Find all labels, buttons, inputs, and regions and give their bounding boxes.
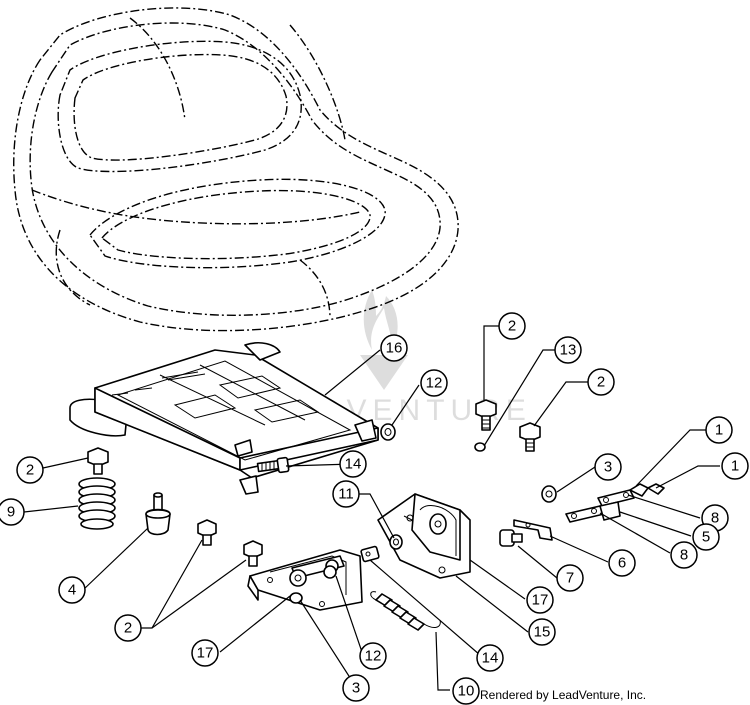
svg-text:17: 17 [197,645,214,662]
bolt-part-2-top [475,399,497,431]
svg-text:5: 5 [702,529,710,546]
bolt-part-2-lower [243,540,263,567]
svg-text:1: 1 [731,458,739,475]
callout-12-lower: 12 [359,642,387,670]
callout-1-lower: 1 [721,452,749,480]
shoulder-bolt-part-14-lower [360,545,380,563]
callout-4: 4 [58,576,86,604]
callout-2-top: 2 [498,312,526,340]
callout-7: 7 [556,564,584,592]
rendered-by-credit: Rendered by LeadVenture, Inc. [480,688,647,702]
callout-2-right: 2 [587,368,615,396]
bumper-part-4 [145,492,171,536]
callout-14-upper: 14 [339,450,367,478]
link-part-8-upper [597,489,635,507]
svg-text:9: 9 [7,504,15,521]
callout-16: 16 [380,334,408,362]
tension-spring-part-10 [370,591,441,631]
callout-14-lower: 14 [476,644,504,672]
svg-text:17: 17 [532,592,549,609]
svg-text:11: 11 [338,486,354,503]
callout-5: 5 [692,523,720,551]
bolt-part-2-middle [197,519,217,546]
callout-17-right: 17 [526,586,554,614]
svg-text:2: 2 [124,620,132,637]
bolt-part-2-left [87,447,109,475]
seat-cushion [13,7,459,332]
callout-9: 9 [0,498,25,526]
callout-3-right: 3 [594,453,622,481]
callout-15: 15 [528,618,556,646]
callout-17-left: 17 [191,639,219,667]
svg-text:12: 12 [426,375,443,392]
callout-11: 11 [332,480,360,508]
svg-text:2: 2 [26,462,34,479]
bracket-part-5 [599,501,621,521]
svg-text:3: 3 [604,459,612,476]
svg-text:3: 3 [352,680,360,697]
spacer-part-3-right [541,485,557,503]
svg-text:14: 14 [345,456,362,473]
callout-1-upper: 1 [705,416,733,444]
svg-text:4: 4 [68,582,76,599]
svg-text:6: 6 [618,555,626,572]
spacer-part-3-lower [289,592,303,604]
callout-10: 10 [452,677,480,705]
svg-text:8: 8 [711,510,719,527]
knob-part-7 [499,529,523,547]
compression-spring-part-9 [78,477,116,530]
svg-text:1: 1 [715,422,723,439]
svg-text:12: 12 [365,648,382,665]
shoulder-bolt-part-14-upper [256,456,290,474]
bolt-part-2-right [519,422,541,452]
svg-text:13: 13 [560,342,577,359]
callout-2-bottom: 2 [114,614,142,642]
callout-13: 13 [554,336,582,364]
washer-part-11 [389,534,403,550]
clip-part-13 [474,442,486,452]
seat-pan-plate [69,342,379,495]
callout-3-lower: 3 [342,674,370,702]
callout-12-upper: 12 [420,369,448,397]
svg-text:7: 7 [566,570,574,587]
svg-text:15: 15 [534,624,551,641]
link-part-8-lower [565,505,605,523]
callout-6: 6 [608,549,636,577]
svg-text:8: 8 [680,547,688,564]
bracket-part-17-left [247,549,363,611]
callout-8-lower: 8 [670,541,698,569]
washer-part-12-lower [323,565,337,579]
bracket-part-6 [513,519,553,541]
svg-text:10: 10 [458,683,475,700]
svg-text:2: 2 [597,374,605,391]
svg-text:16: 16 [386,340,403,357]
svg-text:2: 2 [508,318,516,335]
callout-2-left: 2 [16,456,44,484]
bracket-part-17-right [377,493,471,579]
svg-text:14: 14 [482,650,499,667]
washer-part-12-upper [380,423,396,441]
